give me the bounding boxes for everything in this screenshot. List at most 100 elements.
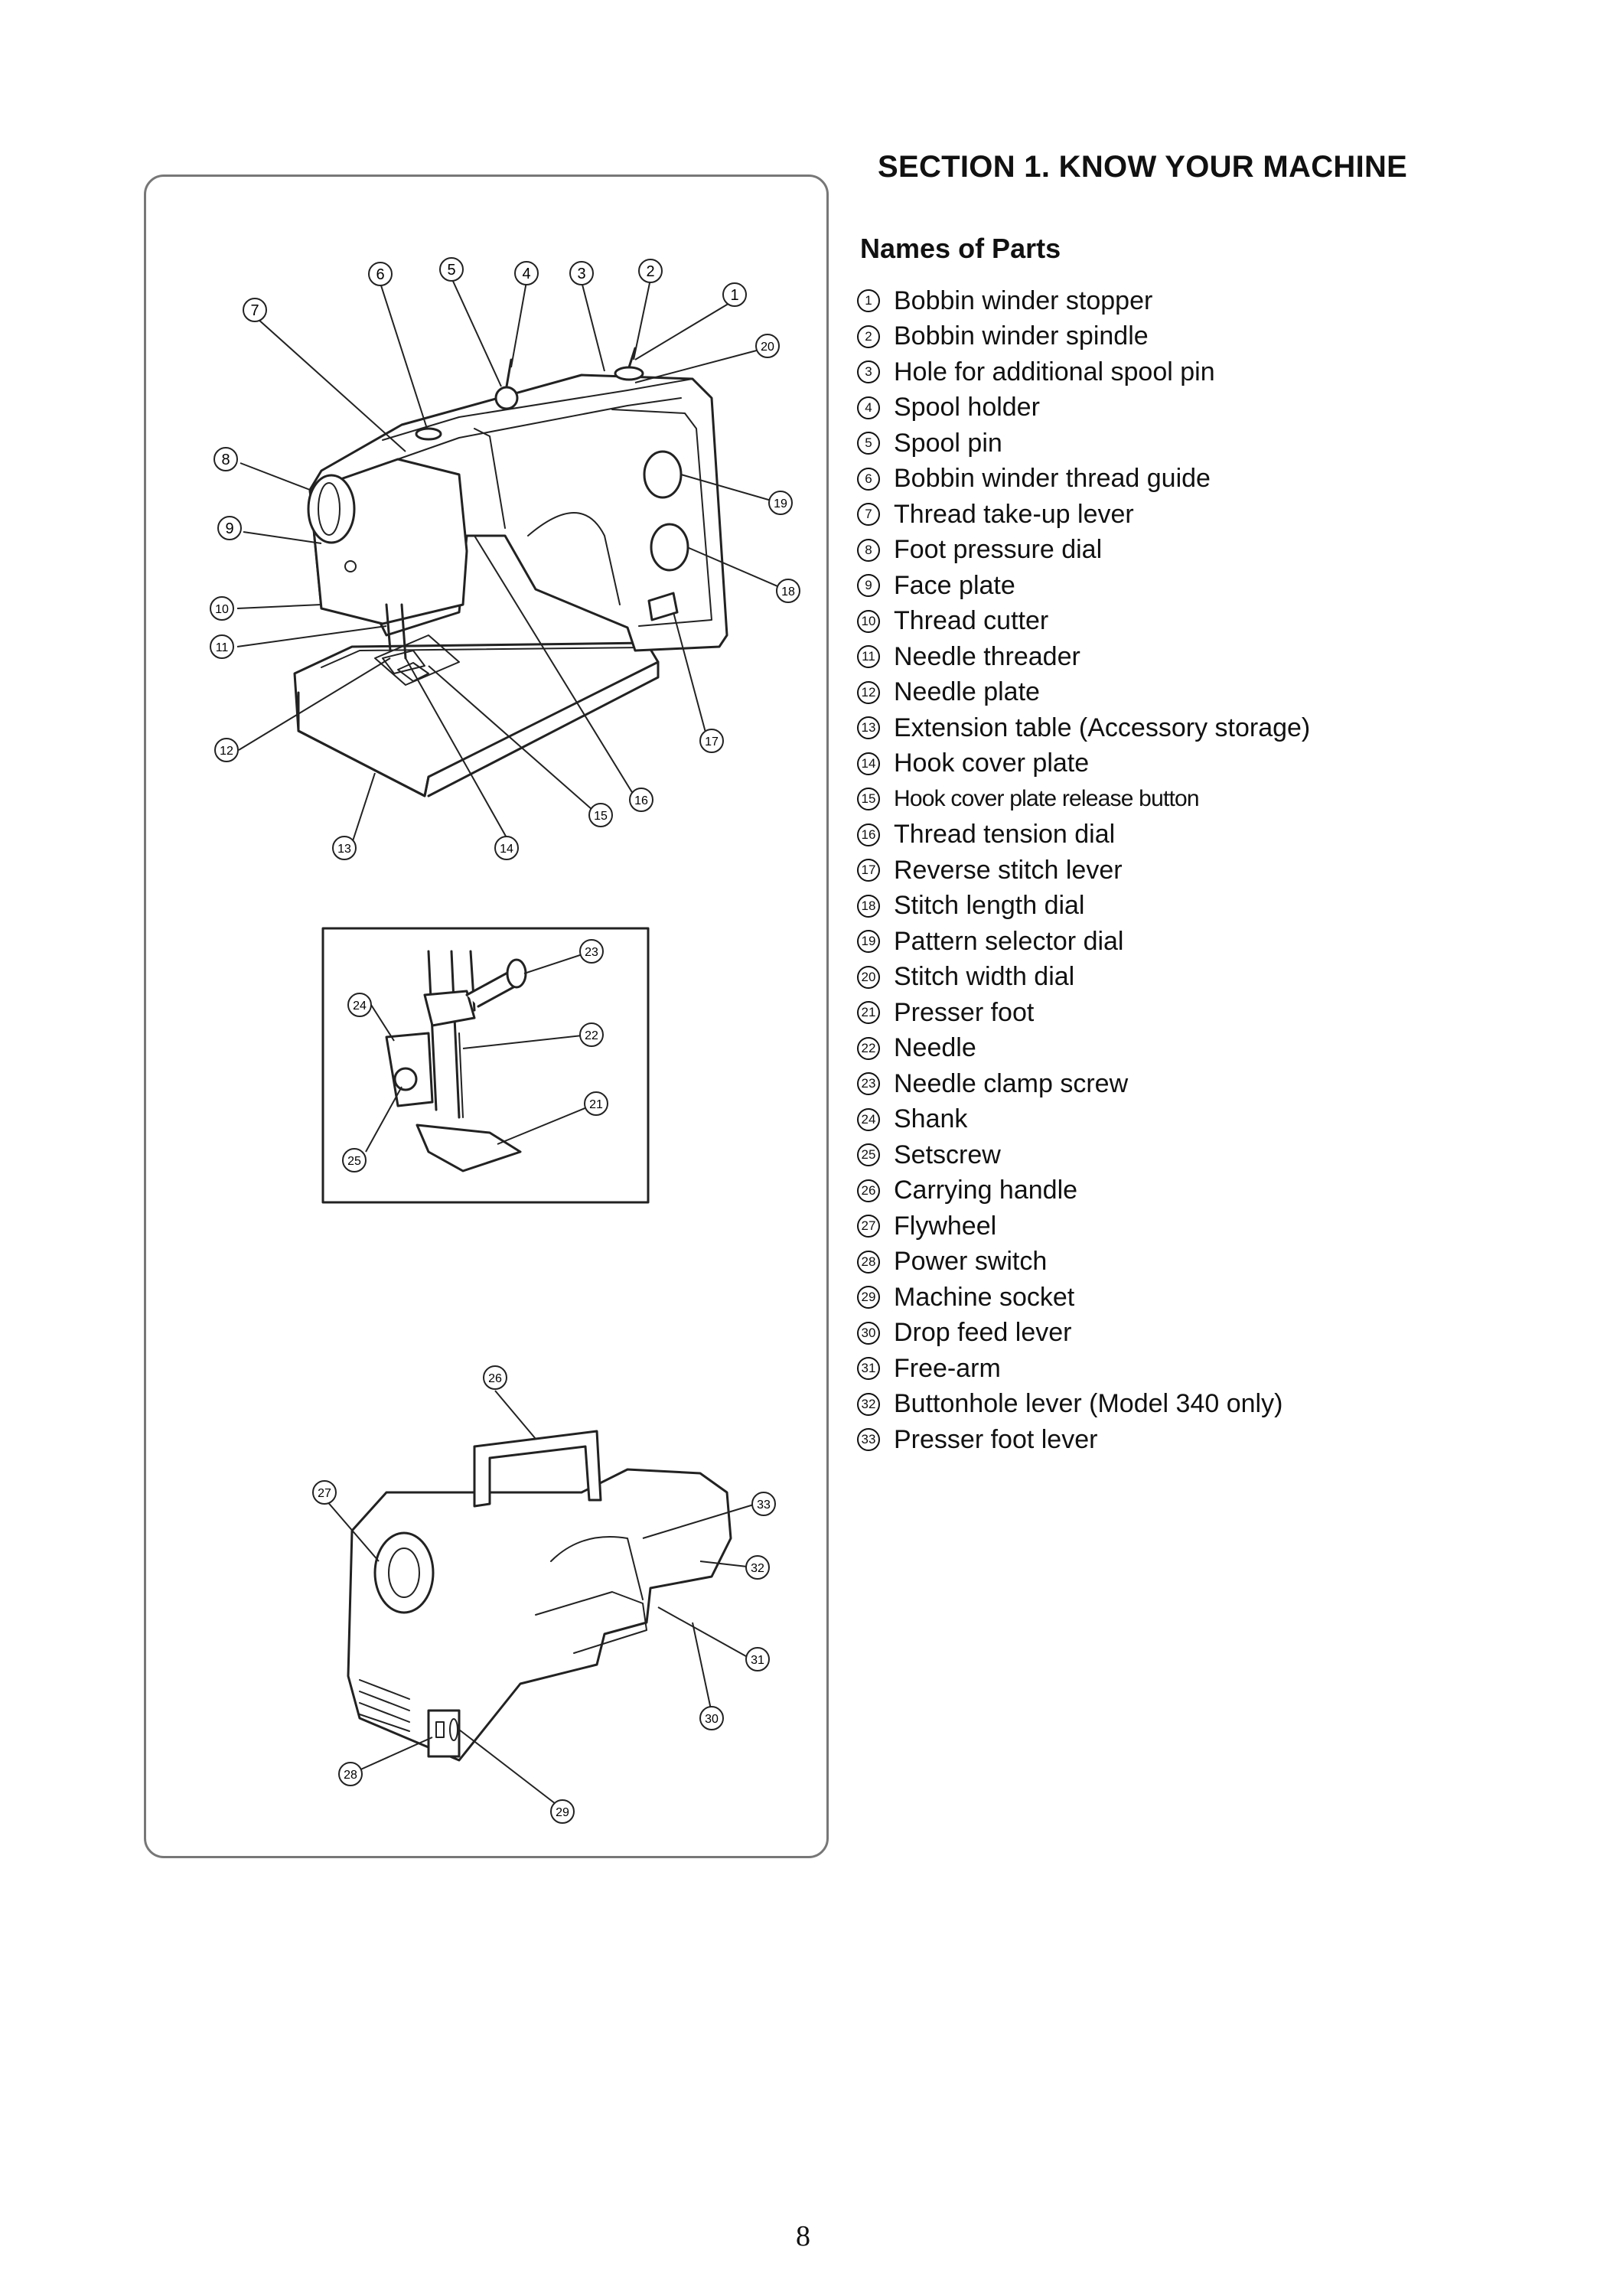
part-number: 19 — [857, 930, 880, 954]
svg-text:33: 33 — [757, 1499, 771, 1512]
callout-19: 19 — [768, 491, 793, 515]
part-label: Drop feed lever — [894, 1318, 1072, 1348]
svg-text:21: 21 — [589, 1098, 603, 1111]
part-label: Thread cutter — [894, 606, 1049, 636]
svg-text:7: 7 — [250, 302, 259, 319]
part-label: Carrying handle — [894, 1176, 1078, 1205]
part-label: Foot pressure dial — [894, 535, 1103, 565]
part-number: 32 — [857, 1392, 880, 1416]
svg-text:1: 1 — [730, 287, 738, 304]
part-item: 26 Carrying handle — [857, 1173, 1310, 1209]
part-number: 25 — [857, 1143, 880, 1167]
rear-view-machine — [347, 1430, 732, 1762]
part-item: 10 Thread cutter — [857, 604, 1310, 640]
part-number: 6 — [857, 467, 880, 491]
part-label: Reverse stitch lever — [894, 855, 1123, 885]
part-label: Spool pin — [894, 428, 1002, 458]
part-number: 23 — [857, 1072, 880, 1096]
part-item: 24 Shank — [857, 1102, 1310, 1138]
svg-text:13: 13 — [337, 843, 351, 856]
page-number: 8 — [796, 2220, 810, 2252]
part-label: Bobbin winder spindle — [894, 321, 1149, 351]
part-number: 14 — [857, 752, 880, 775]
part-number: 26 — [857, 1179, 880, 1202]
part-item: 19 Pattern selector dial — [857, 924, 1310, 960]
presser-foot-inset — [321, 927, 650, 1204]
callout-2: 2 — [638, 259, 663, 283]
callout-23: 23 — [579, 939, 604, 964]
part-number: 8 — [857, 538, 880, 562]
callout-3: 3 — [569, 261, 594, 285]
svg-text:10: 10 — [215, 603, 229, 616]
svg-text:9: 9 — [225, 520, 233, 537]
svg-text:2: 2 — [646, 263, 654, 280]
callout-22: 22 — [579, 1022, 604, 1047]
part-number: 1 — [857, 289, 880, 313]
part-item: 15 Hook cover plate release button — [857, 781, 1310, 817]
part-number: 31 — [857, 1357, 880, 1381]
svg-text:6: 6 — [376, 266, 384, 283]
part-label: Presser foot lever — [894, 1424, 1098, 1454]
part-label: Needle plate — [894, 677, 1040, 707]
part-number: 3 — [857, 360, 880, 384]
svg-text:31: 31 — [751, 1654, 764, 1667]
part-number: 33 — [857, 1428, 880, 1452]
illustration-frame — [144, 174, 829, 1858]
part-label: Needle threader — [894, 641, 1080, 671]
part-label: Pattern selector dial — [894, 926, 1124, 956]
callout-8: 8 — [213, 447, 238, 471]
part-number: 5 — [857, 432, 880, 455]
part-number: 11 — [857, 645, 880, 669]
svg-text:29: 29 — [556, 1806, 569, 1819]
part-number: 10 — [857, 609, 880, 633]
svg-text:26: 26 — [488, 1372, 502, 1385]
callout-31: 31 — [745, 1647, 770, 1671]
part-item: 11 Needle threader — [857, 639, 1310, 675]
part-item: 31 Free-arm — [857, 1351, 1310, 1387]
part-number: 13 — [857, 716, 880, 740]
part-item: 8 Foot pressure dial — [857, 533, 1310, 569]
svg-text:23: 23 — [585, 946, 598, 959]
callout-27: 27 — [312, 1480, 337, 1505]
callout-24: 24 — [347, 993, 372, 1017]
part-item: 5 Spool pin — [857, 426, 1310, 461]
part-label: Shank — [894, 1104, 968, 1134]
part-item: 6 Bobbin winder thread guide — [857, 461, 1310, 497]
callout-30: 30 — [699, 1706, 724, 1730]
svg-text:16: 16 — [634, 794, 648, 807]
part-number: 20 — [857, 965, 880, 989]
callout-13: 13 — [332, 836, 357, 860]
names-of-parts-heading: Names of Parts — [860, 233, 1061, 264]
svg-text:17: 17 — [705, 735, 719, 748]
part-number: 28 — [857, 1250, 880, 1274]
part-label: Hook cover plate release button — [894, 786, 1200, 812]
part-number: 15 — [857, 788, 880, 811]
svg-text:22: 22 — [585, 1029, 598, 1042]
svg-text:25: 25 — [347, 1155, 361, 1168]
part-label: Buttonhole lever (Model 340 only) — [894, 1389, 1283, 1419]
callout-16: 16 — [629, 788, 653, 812]
part-number: 24 — [857, 1107, 880, 1131]
part-label: Free-arm — [894, 1353, 1001, 1383]
part-number: 9 — [857, 574, 880, 598]
callout-33: 33 — [751, 1492, 776, 1516]
callout-21: 21 — [584, 1091, 608, 1116]
callouts: 1 2 3 4 5 6 7 8 9 10 11 12 13 14 15 16 1… — [210, 257, 800, 1824]
svg-text:24: 24 — [353, 1000, 367, 1013]
part-label: Bobbin winder thread guide — [894, 464, 1211, 494]
svg-text:3: 3 — [577, 266, 585, 282]
svg-text:32: 32 — [751, 1562, 764, 1575]
callout-18: 18 — [776, 579, 800, 603]
part-label: Stitch width dial — [894, 962, 1075, 992]
callout-1: 1 — [722, 282, 747, 307]
